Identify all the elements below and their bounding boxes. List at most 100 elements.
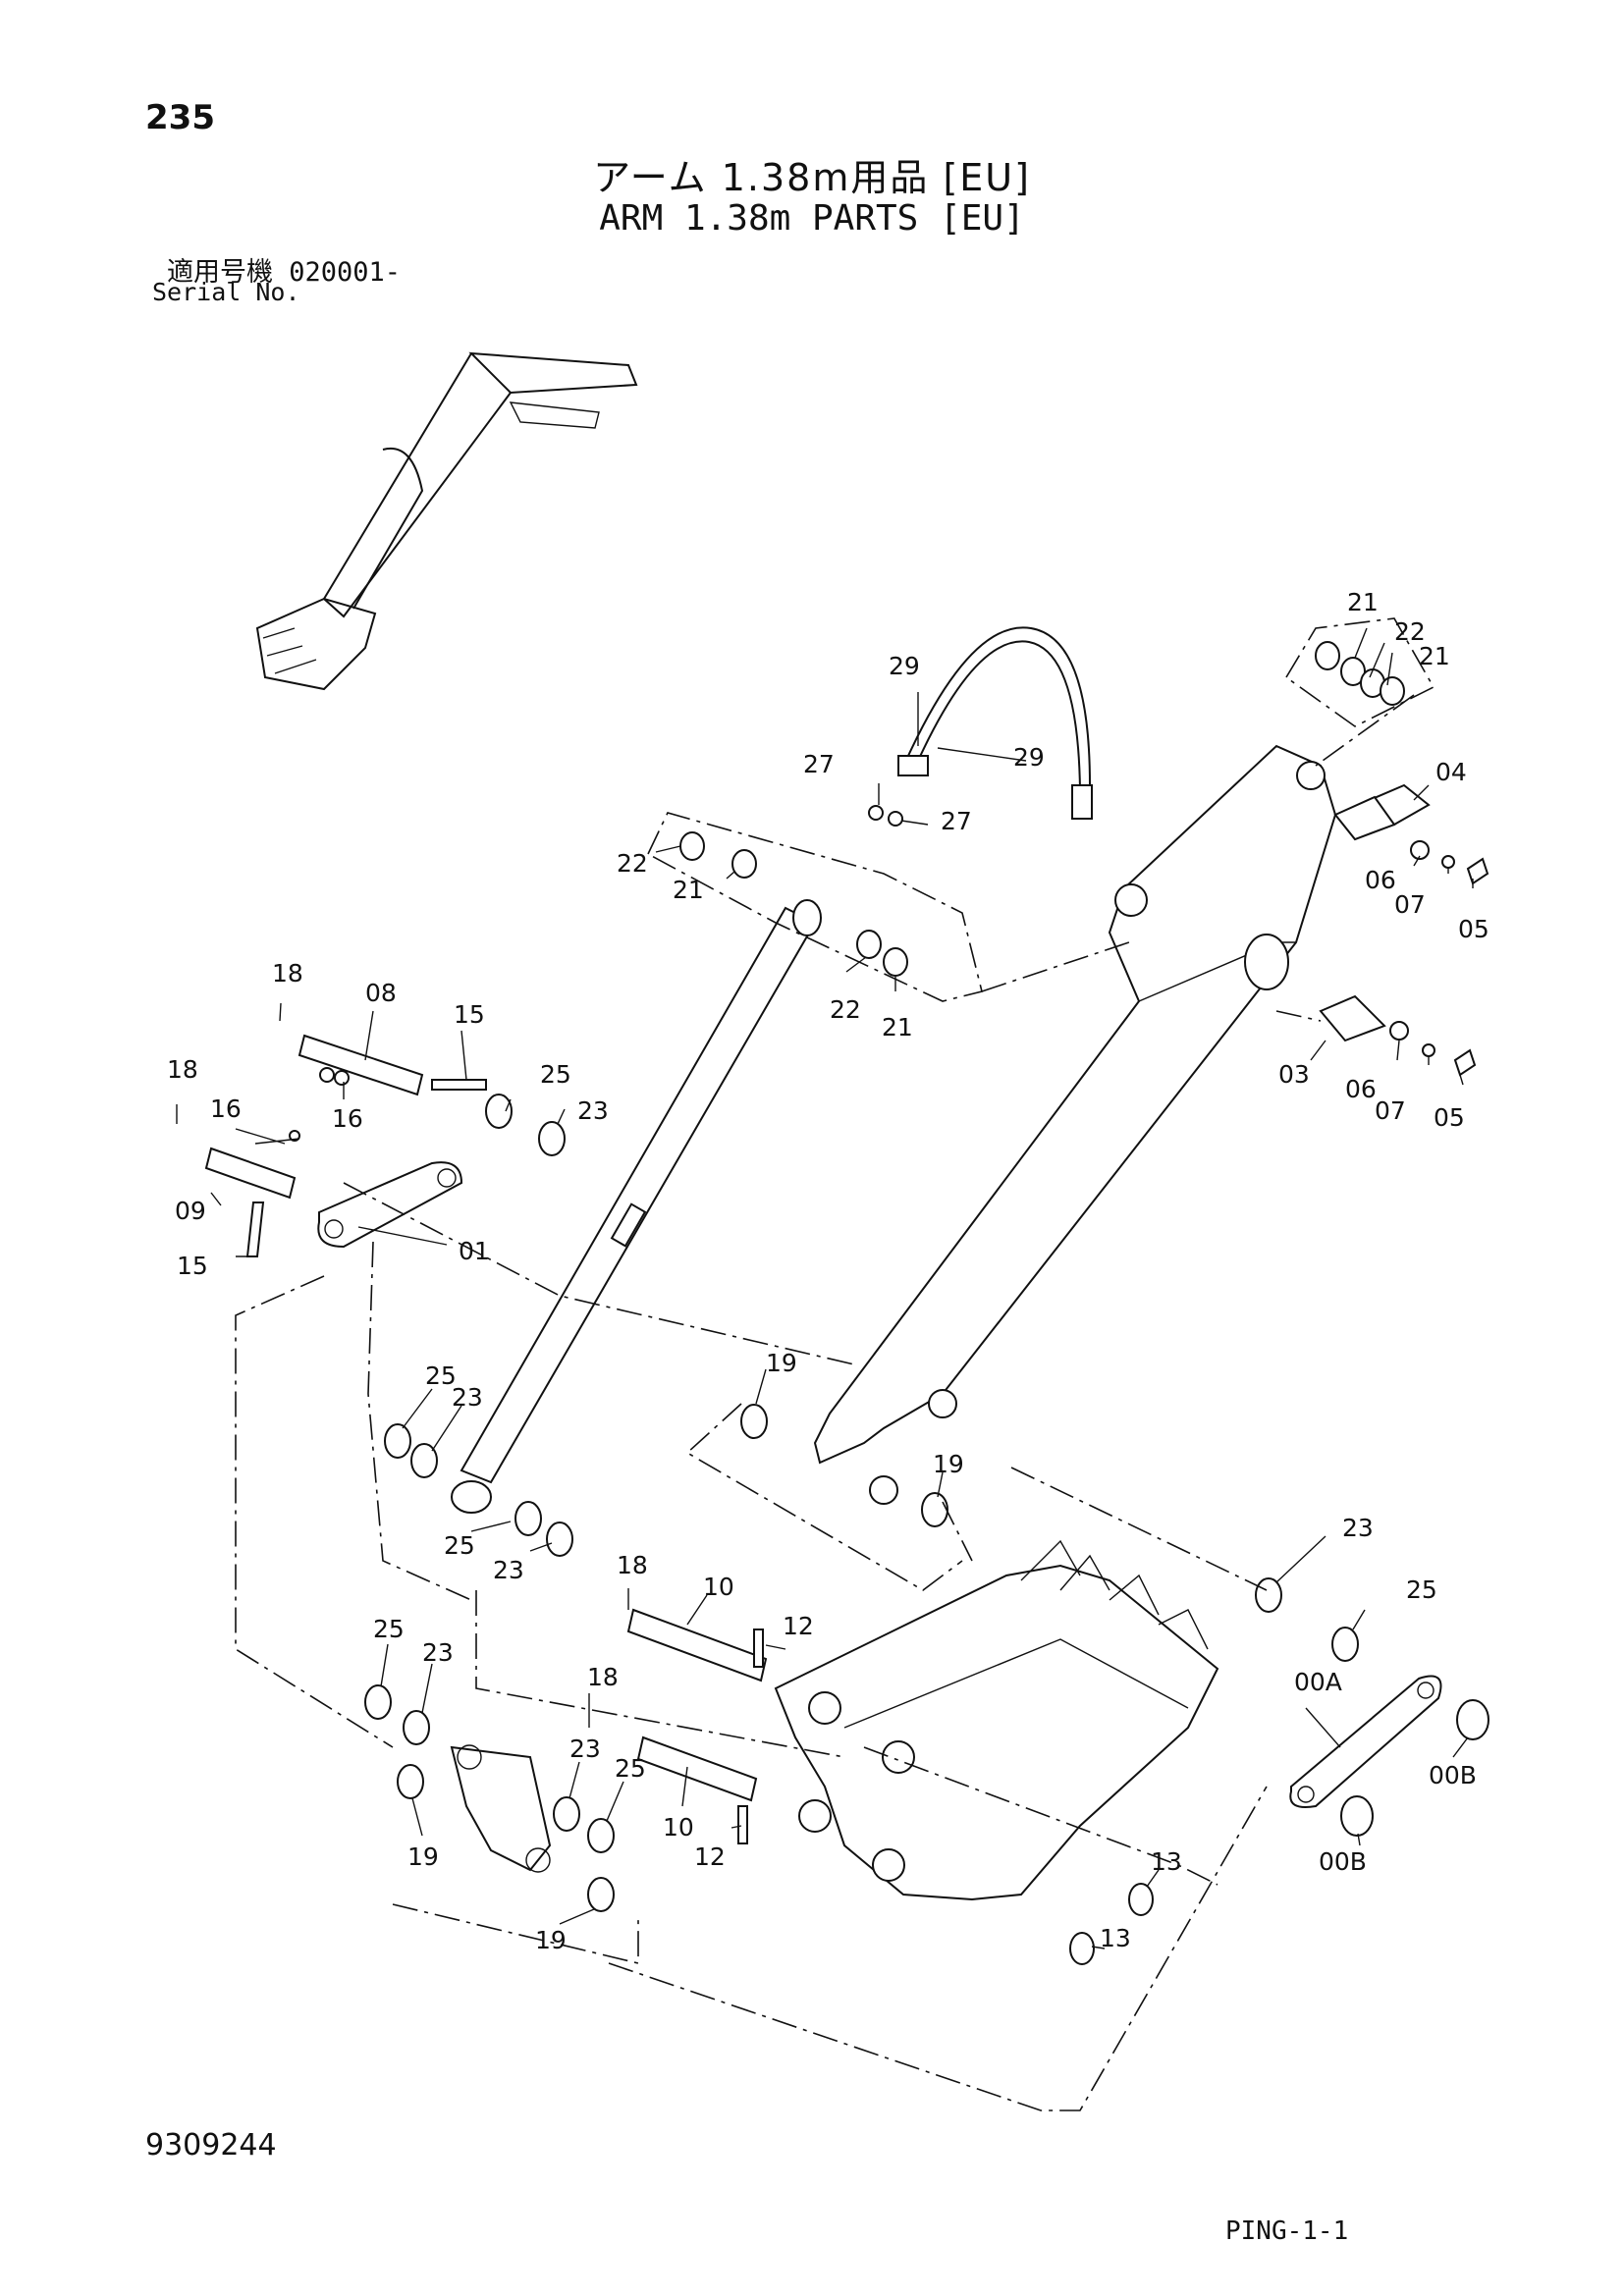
bolt-15-lower	[245, 1201, 265, 1257]
arm-bucket-boss	[869, 1475, 898, 1505]
callout-12: 12	[783, 1612, 814, 1640]
guide-washer-23d	[1010, 1467, 1268, 1591]
bucket-pin-boss-d	[872, 1848, 905, 1882]
serial-label-japanese: 適用号機 020001-	[167, 257, 402, 288]
link-00a-body	[1289, 1675, 1442, 1808]
washer-23d	[1255, 1577, 1282, 1613]
callout-10: 10	[703, 1573, 734, 1601]
callout-15: 15	[177, 1252, 208, 1280]
overview-bucket	[255, 597, 377, 691]
callout-23: 23	[577, 1096, 609, 1125]
callout-22: 22	[1394, 617, 1426, 646]
title-japanese: アーム 1.38m用品 [EU]	[593, 156, 1031, 199]
hose-outer	[907, 626, 1091, 786]
overview-hose-loop	[352, 447, 424, 610]
hose-fitting-right	[1071, 784, 1093, 820]
nut-16c	[289, 1130, 300, 1142]
callout-23: 23	[452, 1383, 483, 1412]
bucket-pin-boss-c	[798, 1799, 832, 1833]
callout-25: 25	[444, 1531, 475, 1560]
pin-12b	[737, 1805, 748, 1844]
overview-thumbnail	[255, 351, 638, 691]
pins-upper	[204, 1034, 487, 1257]
guide-shim-top	[1315, 694, 1415, 767]
callout-23: 23	[1342, 1514, 1374, 1542]
callout-01: 01	[459, 1237, 490, 1265]
bucket	[774, 1539, 1219, 1901]
washer-25a	[485, 1094, 513, 1129]
callout-00a: 00A	[1294, 1668, 1342, 1696]
leaders-mid	[655, 845, 896, 991]
h-link-body	[450, 1745, 552, 1872]
pin-08	[298, 1034, 424, 1096]
h-link-hole-b	[525, 1847, 551, 1873]
callout-09: 09	[175, 1197, 206, 1225]
title-english: ARM 1.38m PARTS [EU]	[599, 198, 1025, 239]
callout-06: 06	[1345, 1075, 1377, 1103]
washer-25b	[384, 1423, 411, 1459]
leaders-center	[627, 1535, 1366, 1650]
leaders-hose	[878, 692, 1027, 826]
page-number: 235	[145, 98, 215, 137]
pin-10a	[626, 1608, 768, 1682]
callout-18: 18	[167, 1055, 198, 1084]
leaders-right-top	[1413, 784, 1474, 888]
washer-23e	[403, 1710, 430, 1745]
callout-23: 23	[493, 1556, 524, 1584]
shim-21-mid-b	[883, 947, 908, 977]
leaders-right-bottom	[1310, 1040, 1464, 1086]
overview-cylinder	[509, 401, 600, 429]
overview-bucket-detail	[262, 627, 317, 674]
bushing-00b-lower	[1340, 1795, 1374, 1837]
shim-21-mid	[731, 849, 757, 879]
callout-13: 13	[1100, 1924, 1131, 1952]
washer-06b	[1389, 1021, 1409, 1041]
shims-top	[1285, 617, 1435, 727]
callout-03: 03	[1278, 1060, 1310, 1089]
pin-12a	[753, 1629, 764, 1668]
callout-19: 19	[766, 1349, 797, 1377]
link-00a-hole-a	[1417, 1682, 1435, 1699]
bucket-pin-boss-a	[808, 1691, 841, 1725]
ring-19a	[740, 1404, 768, 1439]
link-01	[317, 1161, 463, 1249]
guide-ring-19a	[685, 1403, 963, 1591]
leaders-bottom	[411, 1797, 1160, 1949]
bucket-pin-boss-b	[882, 1740, 915, 1774]
callout-04: 04	[1435, 758, 1467, 786]
callout-21: 21	[882, 1013, 913, 1041]
cylinder-body	[460, 906, 817, 1484]
link-01-hole-a	[437, 1168, 457, 1188]
washer-23c	[546, 1522, 573, 1557]
page-code: PING-1-1	[1225, 2216, 1349, 2246]
serial-label-english: Serial No.	[152, 278, 300, 306]
fitting-27a	[868, 805, 884, 821]
shim-21-top-b	[1380, 676, 1405, 706]
arm-outline	[813, 744, 1337, 1465]
shims-mid-frame	[646, 812, 983, 1002]
guide-bottom	[608, 1786, 1268, 2111]
callout-27: 27	[803, 750, 835, 778]
callout-13: 13	[1151, 1847, 1182, 1876]
callout-08: 08	[365, 979, 397, 1007]
callout-25: 25	[540, 1060, 571, 1089]
arm-lower-boss	[928, 1389, 957, 1418]
link-01-hole-b	[324, 1219, 344, 1239]
ring-19c	[397, 1764, 424, 1799]
arm-top-pin-boss	[1296, 761, 1326, 790]
ring-13a	[1128, 1883, 1154, 1916]
bucket-outline	[774, 1564, 1219, 1901]
callout-25: 25	[373, 1615, 405, 1643]
leaders-left-middle	[402, 1368, 944, 1552]
guide-shim-mid	[981, 941, 1130, 992]
washer-23f	[553, 1796, 580, 1832]
washer-06a	[1410, 840, 1430, 860]
pin-03	[1319, 994, 1386, 1042]
callout-27: 27	[941, 807, 972, 835]
callout-23: 23	[422, 1638, 454, 1667]
arm-body	[813, 744, 1337, 1505]
callout-19: 19	[535, 1926, 567, 1954]
leader-lines	[176, 627, 1474, 1949]
callout-25: 25	[1406, 1575, 1437, 1604]
callout-00b: 00B	[1429, 1761, 1477, 1789]
